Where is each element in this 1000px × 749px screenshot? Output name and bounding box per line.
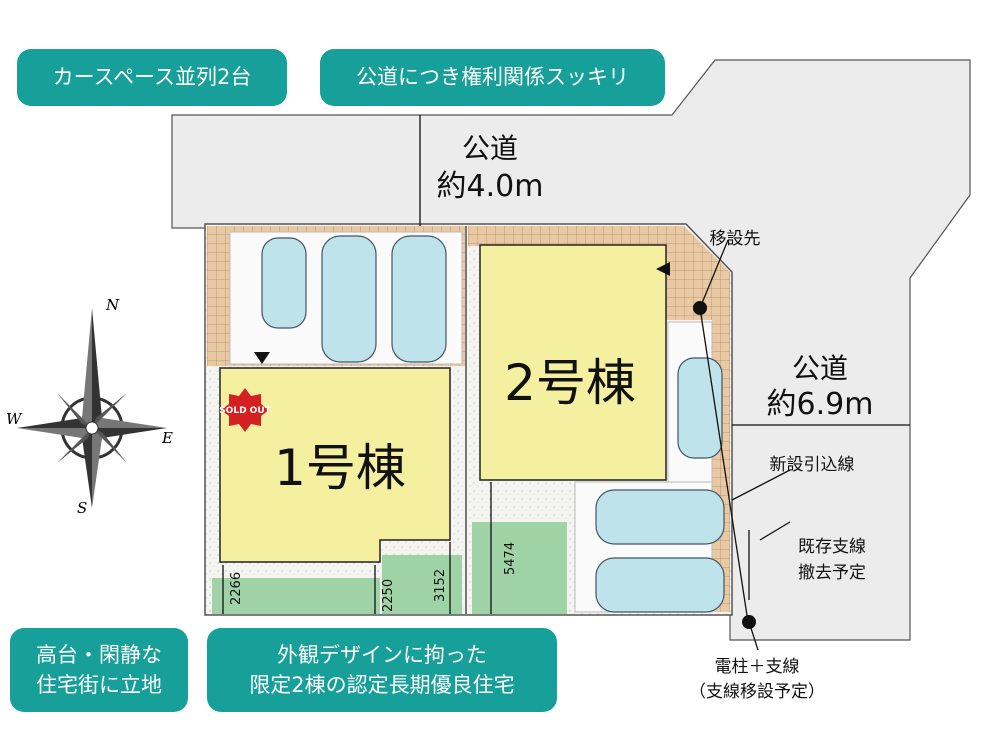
building-2-label: 2号棟 — [504, 354, 636, 412]
svg-text:E: E — [161, 429, 173, 447]
design-badge: 外観デザインに拘った 限定2棟の認定長期優良住宅 — [207, 628, 557, 712]
relocated-pole — [693, 301, 707, 315]
svg-text:N: N — [105, 296, 120, 314]
dimension-lines — [222, 115, 910, 651]
location-badge: 高台・閑静な 住宅街に立地 — [10, 628, 188, 712]
dimension-3152: 3152 — [433, 569, 448, 602]
top-road-name: 公道 — [462, 132, 518, 165]
building-1-label: 1号棟 — [274, 439, 406, 497]
dimension-2266: 2266 — [229, 572, 244, 605]
dimension-5474: 5474 — [503, 542, 518, 575]
entrance-marker-2 — [656, 262, 670, 276]
garden-2 — [382, 555, 462, 614]
location-badge-line2: 住宅街に立地 — [36, 673, 162, 697]
right-road-name: 公道 — [792, 352, 848, 385]
relocation-label: 移設先 — [710, 229, 761, 249]
sold-out-badge: SOLD OUT — [219, 388, 272, 432]
pole-label-1: 電柱＋支線 — [715, 657, 800, 677]
new-line-label: 新設引込線 — [770, 455, 855, 475]
location-badge-line1: 高台・閑静な — [36, 642, 162, 667]
dimension-2250: 2250 — [381, 579, 396, 612]
parking-badge: カースペース並列2台 — [17, 49, 287, 106]
guy-line-label-2: 撤去予定 — [798, 563, 866, 583]
right-road-width: 約6.9m — [767, 387, 874, 422]
car — [261, 235, 725, 613]
design-badge-line2: 限定2棟の認定長期優良住宅 — [249, 673, 515, 697]
svg-text:W: W — [6, 410, 23, 428]
entrance-marker-1 — [254, 352, 270, 364]
parking-badge-text: カースペース並列2台 — [52, 65, 252, 90]
top-road-width: 約4.0m — [437, 169, 544, 204]
public-road-badge-text: 公道につき権利関係スッキリ — [356, 65, 629, 90]
garden-3 — [472, 522, 567, 614]
public-road-badge: 公道につき権利関係スッキリ — [320, 49, 665, 106]
guy-line-label-1: 既存支線 — [798, 537, 866, 557]
paving-corner — [650, 226, 730, 320]
compass-rose-icon: N S E W — [6, 296, 173, 517]
pole-label-2: （支線移設予定） — [689, 682, 825, 702]
svg-text:S: S — [77, 499, 87, 517]
paving-top-right — [468, 226, 683, 246]
design-badge-line1: 外観デザインに拘った — [277, 642, 487, 667]
utility-pole — [742, 615, 756, 629]
garden-1 — [212, 578, 380, 614]
svg-text:SOLD OUT: SOLD OUT — [219, 406, 271, 416]
building-2 — [479, 244, 667, 481]
building-1 — [219, 367, 451, 563]
